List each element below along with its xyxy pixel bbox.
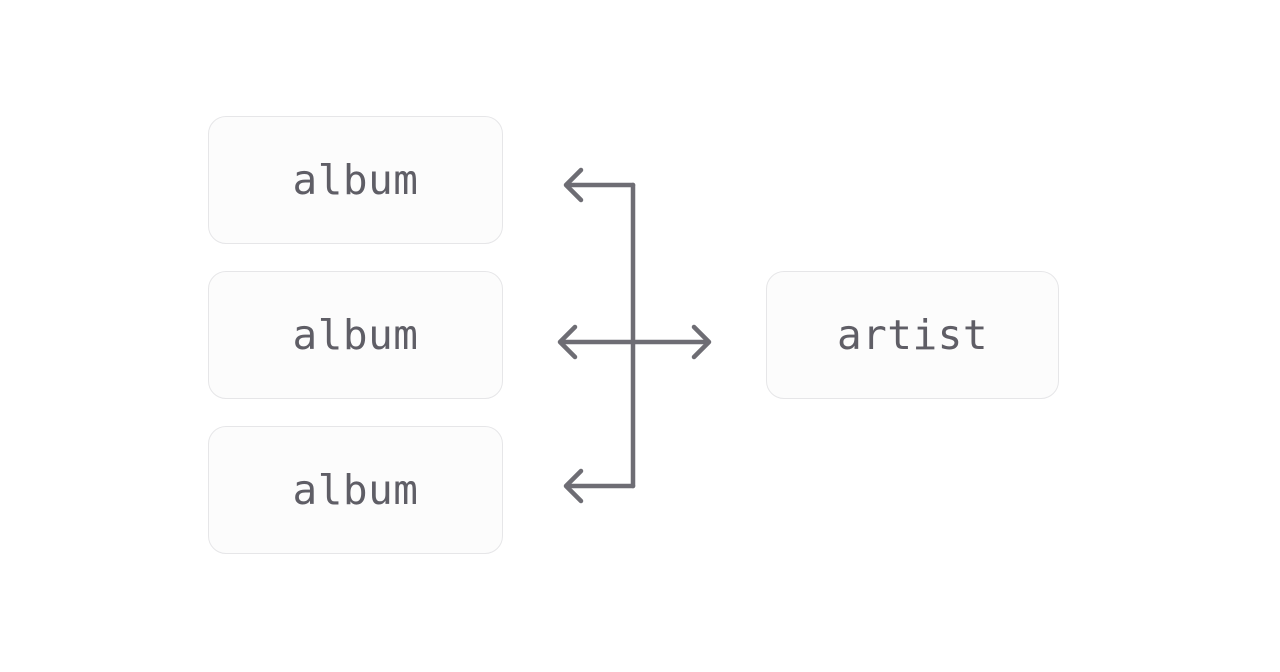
arrowhead-bottom-icon [563,468,584,504]
album-node-2: album [208,271,503,399]
album-label-1: album [292,156,419,204]
artist-node: artist [766,271,1059,399]
artist-label: artist [836,311,989,359]
album-node-1: album [208,116,503,244]
album-node-3: album [208,426,503,554]
arrowhead-top-icon [563,167,584,203]
arrowhead-middle-right-icon [691,324,712,360]
album-label-2: album [292,311,419,359]
album-label-3: album [292,466,419,514]
arrowhead-middle-left-icon [557,324,578,360]
